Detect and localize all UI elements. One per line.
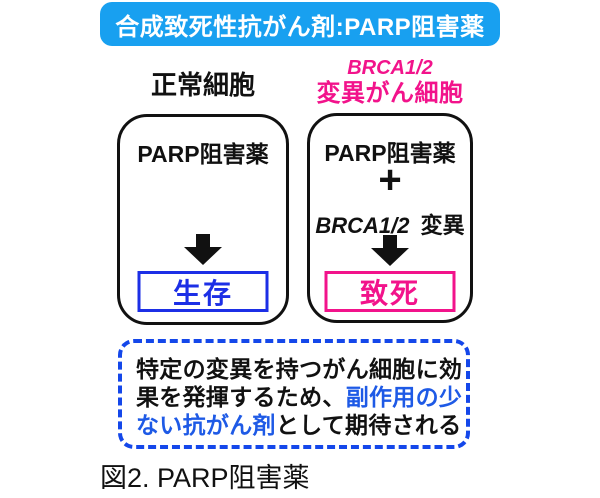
- note-line1-text: 特定の変異を持つがん細胞に効: [136, 356, 463, 382]
- brca-gene-label: BRCA1/2: [347, 57, 433, 79]
- figure-caption: 図2. PARP阻害薬: [100, 463, 310, 493]
- title-banner-label: 合成致死性抗がん剤:PARP阻害薬: [115, 13, 485, 41]
- note-line-3: ない抗がん剤として期待される: [136, 411, 466, 439]
- mutant-cell-box: PARP阻害薬 + BRCA1/2 変異 致死: [307, 113, 473, 323]
- down-arrow-stem: [196, 234, 210, 247]
- title-banner: 合成致死性抗がん剤:PARP阻害薬: [100, 2, 500, 46]
- mutant-cell-label: 変異がん細胞: [316, 80, 464, 107]
- plus-sign: +: [378, 158, 402, 202]
- note-line3-highlight: ない抗がん剤: [136, 412, 276, 438]
- drug-label-left: PARP阻害薬: [137, 141, 269, 167]
- survival-label: 生存: [172, 277, 233, 309]
- mutation-word: 変異: [420, 213, 465, 238]
- brca-mutation-gene: BRCA1/2: [315, 213, 410, 238]
- down-arrow-icon: [184, 234, 222, 265]
- normal-cell-box: PARP阻害薬 生存: [117, 114, 289, 325]
- down-arrow-icon: [371, 235, 409, 266]
- drug-label-right: PARP阻害薬: [324, 140, 456, 166]
- note-box: 特定の変異を持つがん細胞に効 果を発揮するため、副作用の少 ない抗がん剤として期…: [118, 339, 470, 449]
- down-arrow-head: [371, 248, 409, 266]
- note-line2-black: 果を発揮するため、: [136, 384, 346, 410]
- note-line-1: 特定の変異を持つがん細胞に効: [136, 355, 466, 383]
- mutant-cell-header: BRCA1/2 変異がん細胞: [300, 57, 480, 107]
- normal-cell-header: 正常細胞: [150, 70, 255, 100]
- lethal-label: 致死: [359, 277, 420, 309]
- lethal-outcome-box: 致死: [324, 271, 456, 312]
- down-arrow-stem: [383, 235, 397, 248]
- mutation-line: BRCA1/2 変異: [310, 208, 470, 240]
- note-line-2: 果を発揮するため、副作用の少: [136, 383, 466, 411]
- note-line2-highlight: 副作用の少: [345, 384, 463, 410]
- survival-outcome-box: 生存: [137, 271, 269, 312]
- note-line3-black: として期待される: [275, 412, 462, 438]
- down-arrow-head: [184, 247, 222, 265]
